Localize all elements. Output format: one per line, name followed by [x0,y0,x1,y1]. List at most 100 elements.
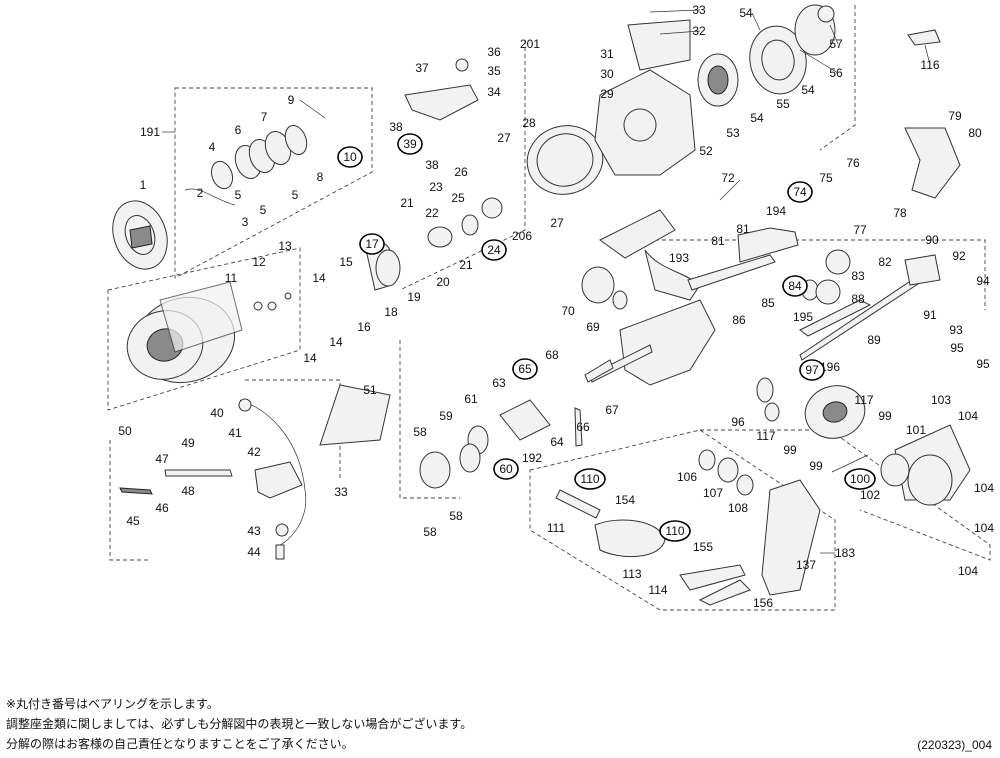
part-label: 79 [948,109,962,123]
part-label: 103 [931,393,951,407]
part-label: 195 [793,310,813,324]
part-label: 43 [247,524,261,538]
part-label: 93 [949,323,963,337]
part-label: 81 [736,222,750,236]
part-label: 4 [209,140,216,154]
callout-leaders [162,9,931,554]
part-label: 19 [407,290,421,304]
part-label: 111 [547,521,566,535]
bearing-label: 60 [493,458,519,480]
part-label: 64 [550,435,564,449]
part-label: 201 [520,37,540,51]
part-label: 196 [820,360,840,374]
part-label: 95 [950,341,964,355]
bearing-number: 17 [365,237,379,251]
part-label: 27 [550,216,564,230]
bearing-label: 10 [337,146,363,168]
part-label: 8 [317,170,324,184]
part-label: 6 [235,123,242,137]
part-label: 154 [615,493,635,507]
bearing-number: 24 [487,243,501,257]
bearing-label: 97 [799,359,825,381]
part-label: 52 [699,144,713,158]
part-label: 56 [829,66,843,80]
part-label: 75 [819,171,833,185]
part-label: 106 [677,470,697,484]
part-label: 183 [835,546,855,560]
part-label: 99 [809,459,823,473]
part-label: 58 [449,509,463,523]
part-label: 137 [796,558,816,572]
part-label: 5 [235,188,242,202]
part-label: 30 [600,67,614,81]
part-label: 53 [726,126,740,140]
part-label: 54 [750,111,764,125]
part-label: 47 [155,452,169,466]
part-label: 31 [600,47,614,61]
part-label: 32 [692,24,706,38]
part-label: 54 [801,83,815,97]
bearing-label: 110 [574,468,606,490]
assembly-outlines [107,5,991,611]
bearing-label: 84 [782,275,808,297]
part-label: 94 [976,274,990,288]
bearing-circle [782,275,808,297]
reel-body-part [619,299,716,386]
part-label: 55 [776,97,790,111]
part-label: 23 [429,180,443,194]
part-label: 99 [783,443,797,457]
part-label: 9 [288,93,295,107]
drag-washer-part [210,160,234,190]
part-label: 16 [357,320,371,334]
part-label: 51 [363,383,377,397]
part-label: 104 [974,481,994,495]
part-label: 45 [126,514,140,528]
bearing-circle [787,181,813,203]
part-label: 104 [974,521,994,535]
part-label: 36 [487,45,501,59]
bearing-circle [397,133,423,155]
part-label: 21 [400,196,414,210]
part-label: 34 [487,85,501,99]
part-label: 193 [669,251,689,265]
part-label: 102 [860,488,880,502]
part-label: 12 [252,255,266,269]
part-label: 96 [731,415,745,429]
part-label: 22 [425,206,439,220]
bearing-label: 39 [397,133,423,155]
part-label: 114 [648,583,667,597]
part-label: 14 [329,335,343,349]
bearing-circle [337,146,363,168]
bearing-label: 24 [481,239,507,261]
part-label: 82 [878,255,892,269]
rotor-assembly [364,4,961,291]
part-label: 66 [576,420,590,434]
part-label: 191 [140,125,160,139]
part-label: 58 [413,425,427,439]
bearing-number: 65 [518,362,532,376]
part-label: 206 [512,229,532,243]
part-label: 104 [958,409,978,423]
part-label: 194 [766,204,786,218]
bearing-circle [844,468,876,490]
bearing-number: 84 [788,279,802,293]
bearing-number: 74 [793,185,807,199]
part-label: 83 [851,269,865,283]
part-label: 20 [436,275,450,289]
part-label: 101 [906,423,926,437]
bearing-circle [493,458,519,480]
part-label: 5 [260,203,267,217]
part-label: 37 [415,61,429,75]
part-label: 156 [753,596,773,610]
part-label: 18 [384,305,398,319]
part-label: 44 [247,545,261,559]
document-code: (220323)_004 [917,738,992,752]
part-label: 116 [920,58,939,72]
part-label: 117 [756,429,775,443]
part-label: 88 [851,292,865,306]
part-label: 107 [703,486,723,500]
part-label: 77 [853,223,867,237]
part-label: 21 [459,258,473,272]
part-label: 26 [454,165,468,179]
